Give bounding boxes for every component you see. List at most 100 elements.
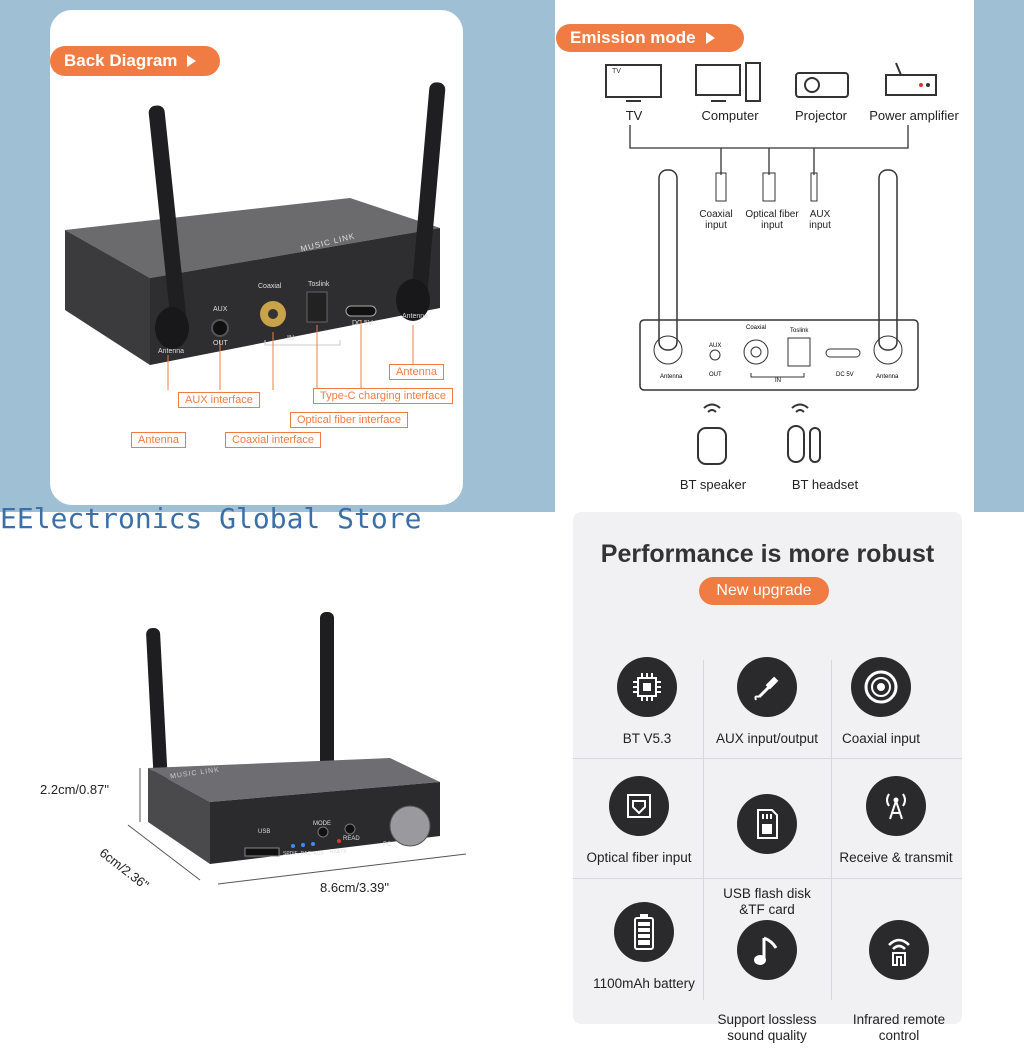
connection-bus <box>629 125 909 149</box>
chip-icon <box>617 657 677 717</box>
callout-antenna-right: Antenna <box>389 364 444 380</box>
panel-leds-label: SPDIF DAC AUX <box>283 851 324 857</box>
feature-label: Infrared remote control <box>852 1012 946 1043</box>
arrow-right-icon <box>187 55 197 67</box>
emission-mode-title-text: Emission mode <box>570 28 696 47</box>
aux-port <box>211 319 229 337</box>
feature-bt: BT V5.3 <box>583 657 711 747</box>
feature-coaxial: Coaxial input <box>817 657 945 747</box>
callout-type-c: Type-C charging interface <box>313 388 453 404</box>
optical-input-label: Optical fiber input <box>745 209 799 231</box>
antenna-signal-icon <box>866 776 926 836</box>
panel-mode-label: MODE <box>313 821 331 827</box>
antenna-right <box>410 82 446 307</box>
grid-divider-h2 <box>573 878 962 879</box>
optical-plug-icon <box>762 172 776 202</box>
toslink-port <box>306 291 328 323</box>
coaxial-plug-icon <box>715 172 727 202</box>
coaxial-port <box>743 339 769 365</box>
new-upgrade-badge: New upgrade <box>699 577 829 605</box>
wireless-signal-inner-2 <box>795 409 805 413</box>
grid-divider-v1 <box>703 660 704 1000</box>
panel-toslink-label: Toslink <box>308 281 330 288</box>
aux-plug-icon <box>810 172 818 202</box>
led-rxtx <box>337 839 341 843</box>
panel-out-label: OUT <box>213 340 228 347</box>
device-top-face <box>148 758 440 802</box>
bt-speaker-label: BT speaker <box>679 477 747 492</box>
usb-slot <box>244 847 280 857</box>
panel-dc-label: DC 5V <box>352 320 373 327</box>
feature-label: Receive & transmit <box>839 850 953 865</box>
antenna-left <box>148 105 187 330</box>
computer-tower <box>745 62 761 102</box>
device-tv-label: TV <box>625 108 643 123</box>
callout-aux: AUX interface <box>178 392 260 408</box>
led-spdif <box>291 844 295 848</box>
antenna-left <box>146 628 168 788</box>
led-dac <box>301 843 305 847</box>
grid-divider-v2 <box>831 660 832 1000</box>
wireless-signal-icon <box>703 403 721 409</box>
back-diagram-title: Back Diagram <box>50 46 220 76</box>
panel-coaxial-label: Coaxial <box>746 325 767 331</box>
optical-port-icon <box>609 776 669 836</box>
feature-usb: USB flash disk &TF card <box>703 776 831 936</box>
device-projector-label: Projector <box>794 108 848 123</box>
feature-optical: Optical fiber input <box>575 776 703 866</box>
feature-label: Support lossless sound quality <box>717 1012 817 1043</box>
callout-antenna-left: Antenna <box>131 432 186 448</box>
device-front-face <box>210 782 440 864</box>
panel-antenna-left-label: Antenna <box>158 348 185 355</box>
read-button <box>344 823 356 835</box>
in-bracket <box>264 340 341 346</box>
type-c-port <box>345 305 377 317</box>
panel-usb-label: USB <box>258 829 271 835</box>
panel-dc-label: DC 5V <box>836 372 854 378</box>
panel-pc-label: PC <box>383 842 392 848</box>
infrared-remote-icon <box>869 920 929 980</box>
aux-cable-icon <box>737 657 797 717</box>
feature-lossless: Support lossless sound quality <box>703 902 831 1062</box>
bt-headset-label: BT headset <box>791 477 859 492</box>
panel-antenna-left-label: Antenna <box>660 374 683 380</box>
wireless-signal-icon <box>791 403 809 409</box>
panel-coaxial-label: Coaxial <box>258 283 282 290</box>
panel-antenna-right-label: Antenna <box>876 374 899 380</box>
aux-port <box>709 349 721 361</box>
amplifier-led-2 <box>926 83 930 87</box>
antenna-right <box>320 612 334 772</box>
callout-optical: Optical fiber interface <box>290 412 408 428</box>
feature-battery: 1100mAh battery <box>580 902 708 992</box>
bt-speaker-icon <box>697 427 727 465</box>
feature-aux: AUX input/output <box>703 657 831 747</box>
depth-dimension-line <box>127 824 201 881</box>
panel-antenna-right-label: Antenna <box>402 313 429 320</box>
tv-screen-text: TV <box>612 68 621 75</box>
computer-icon <box>695 64 741 96</box>
antenna-left-base <box>155 307 189 349</box>
emission-diagram <box>605 62 937 391</box>
antenna-left-outline <box>658 169 678 351</box>
projector-icon <box>795 72 849 98</box>
feature-label: Optical fiber input <box>586 850 692 865</box>
antenna-left-base <box>653 335 683 365</box>
device-amplifier-label: Power amplifier <box>869 108 959 123</box>
arrow-right-icon <box>705 32 715 44</box>
in-bracket <box>750 373 805 378</box>
performance-title: Performance is more robust <box>600 540 935 568</box>
grid-divider-h1 <box>573 758 962 759</box>
amplifier-led <box>919 83 923 87</box>
panel-read-label: READ <box>343 836 360 842</box>
coaxial-input-label: Coaxial input <box>699 209 733 231</box>
battery-icon <box>614 902 674 962</box>
bt-headset-icon-right <box>809 427 821 463</box>
device-top-face <box>65 198 440 278</box>
feature-label: USB flash disk &TF card <box>723 886 811 917</box>
antenna-right-outline <box>878 169 898 351</box>
feature-receive-transmit: Receive & transmit <box>832 776 960 866</box>
tv-icon <box>605 64 662 98</box>
led-aux <box>311 842 315 846</box>
panel-in-label: IN <box>287 335 294 342</box>
antenna-right-base <box>396 279 430 321</box>
